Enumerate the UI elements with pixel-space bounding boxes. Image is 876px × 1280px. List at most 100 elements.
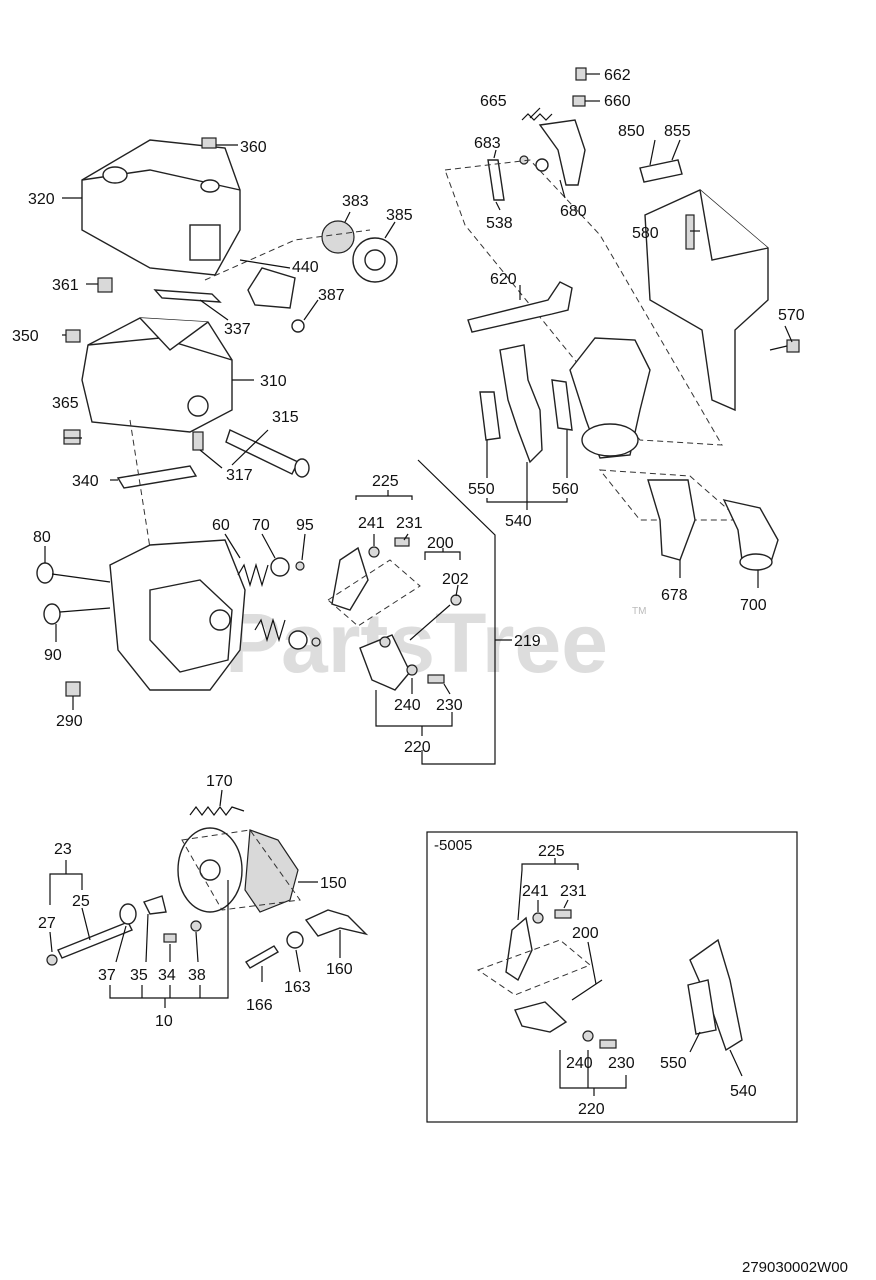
gasket-560[interactable] — [551, 379, 573, 431]
weight-35[interactable] — [143, 895, 167, 915]
label-387: 387 — [318, 287, 345, 304]
bolt-361[interactable] — [86, 277, 113, 293]
gasket-538[interactable] — [487, 159, 505, 201]
inset-label-540: 540 — [730, 1083, 757, 1100]
retainer-70[interactable] — [270, 557, 308, 650]
label-350: 350 — [12, 328, 39, 345]
bolt-166[interactable] — [245, 945, 279, 969]
watermark-tm: TM — [632, 606, 646, 617]
nut-660[interactable] — [572, 95, 600, 107]
inset-label-225: 225 — [538, 843, 565, 860]
label-225: 225 — [372, 473, 399, 490]
label-365: 365 — [52, 395, 79, 412]
label-160: 160 — [326, 961, 353, 978]
label-580: 580 — [632, 225, 659, 242]
label-538: 538 — [486, 215, 513, 232]
gasket-550[interactable] — [479, 391, 501, 441]
pin-34[interactable] — [163, 933, 177, 943]
leader-lines — [44, 107, 793, 1096]
label-34: 34 — [158, 967, 176, 984]
label-700: 700 — [740, 597, 767, 614]
inset-title: -5005 — [434, 837, 472, 854]
label-360: 360 — [240, 139, 267, 156]
muffler-cover-320[interactable] — [81, 139, 241, 276]
label-660: 660 — [604, 93, 631, 110]
label-166: 166 — [246, 997, 273, 1014]
label-678: 678 — [661, 587, 688, 604]
spacer-163[interactable] — [286, 931, 304, 949]
label-850: 850 — [618, 123, 645, 140]
label-80: 80 — [33, 529, 51, 546]
label-680: 680 — [560, 203, 587, 220]
gasket-337[interactable] — [153, 289, 229, 321]
bolt-290[interactable] — [65, 681, 81, 697]
label-855: 855 — [664, 123, 691, 140]
inset-label-230: 230 — [608, 1055, 635, 1072]
label-683: 683 — [474, 135, 501, 152]
tube-850-855[interactable] — [639, 159, 683, 183]
spring-60[interactable] — [237, 562, 286, 643]
bracket-385[interactable] — [352, 221, 398, 283]
inset-label-241: 241 — [522, 883, 549, 900]
deflector-440[interactable] — [247, 267, 296, 309]
carburetor[interactable] — [569, 337, 651, 459]
valve-90[interactable] — [43, 603, 111, 625]
washer-38[interactable] — [190, 920, 202, 932]
label-317: 317 — [226, 467, 253, 484]
label-662: 662 — [604, 67, 631, 84]
diagram-code: 279030002W00 — [742, 1259, 848, 1276]
inset-label-220: 220 — [578, 1101, 605, 1118]
governor-lever-assembly[interactable] — [327, 537, 462, 691]
gasket-340[interactable] — [116, 465, 198, 489]
plate-540[interactable] — [499, 344, 543, 464]
label-665: 665 — [480, 93, 507, 110]
label-95: 95 — [296, 517, 314, 534]
label-150: 150 — [320, 875, 347, 892]
fuel-tank-580[interactable] — [644, 189, 769, 412]
label-219: 219 — [514, 633, 541, 650]
label-220: 220 — [404, 739, 431, 756]
spring-170[interactable] — [189, 806, 245, 816]
inset-box — [426, 831, 798, 1123]
part-labels: 360 320 361 383 385 440 387 337 350 310 … — [12, 67, 805, 1118]
inset-gasket-550[interactable] — [687, 979, 717, 1035]
nut-350[interactable] — [65, 329, 81, 343]
screw-662[interactable] — [575, 67, 600, 81]
label-60: 60 — [212, 517, 230, 534]
cover-160[interactable] — [304, 909, 369, 937]
nut-570[interactable] — [786, 339, 800, 353]
inset-governor-assembly[interactable] — [476, 909, 617, 1049]
muffler-310[interactable] — [81, 317, 233, 433]
camshaft-25[interactable] — [57, 921, 133, 959]
lever-680[interactable] — [538, 119, 586, 186]
bolt-360[interactable] — [201, 137, 238, 149]
pipe-315[interactable] — [225, 429, 310, 478]
label-337: 337 — [224, 321, 251, 338]
screw-387[interactable] — [291, 299, 319, 333]
cylinder-block[interactable] — [109, 539, 246, 691]
label-90: 90 — [44, 647, 62, 664]
label-23: 23 — [54, 841, 72, 858]
screw-580[interactable] — [685, 214, 695, 250]
ring-37[interactable] — [119, 903, 137, 925]
label-290: 290 — [56, 713, 83, 730]
label-163: 163 — [284, 979, 311, 996]
label-35: 35 — [130, 967, 148, 984]
bolt-365[interactable] — [63, 429, 81, 445]
elbow-700[interactable] — [722, 499, 779, 571]
label-202: 202 — [442, 571, 469, 588]
label-200: 200 — [427, 535, 454, 552]
label-560: 560 — [552, 481, 579, 498]
gear-150[interactable] — [177, 827, 299, 913]
bracket-620[interactable] — [467, 281, 573, 333]
label-241: 241 — [358, 515, 385, 532]
fitting-683[interactable] — [519, 155, 549, 172]
screen-383[interactable] — [321, 211, 355, 254]
spring-665[interactable] — [521, 113, 553, 121]
label-10: 10 — [155, 1013, 173, 1030]
lock-95[interactable] — [295, 561, 321, 647]
valve-80[interactable] — [36, 562, 111, 584]
bolt-317[interactable] — [192, 431, 204, 451]
plug-27[interactable] — [46, 954, 58, 966]
